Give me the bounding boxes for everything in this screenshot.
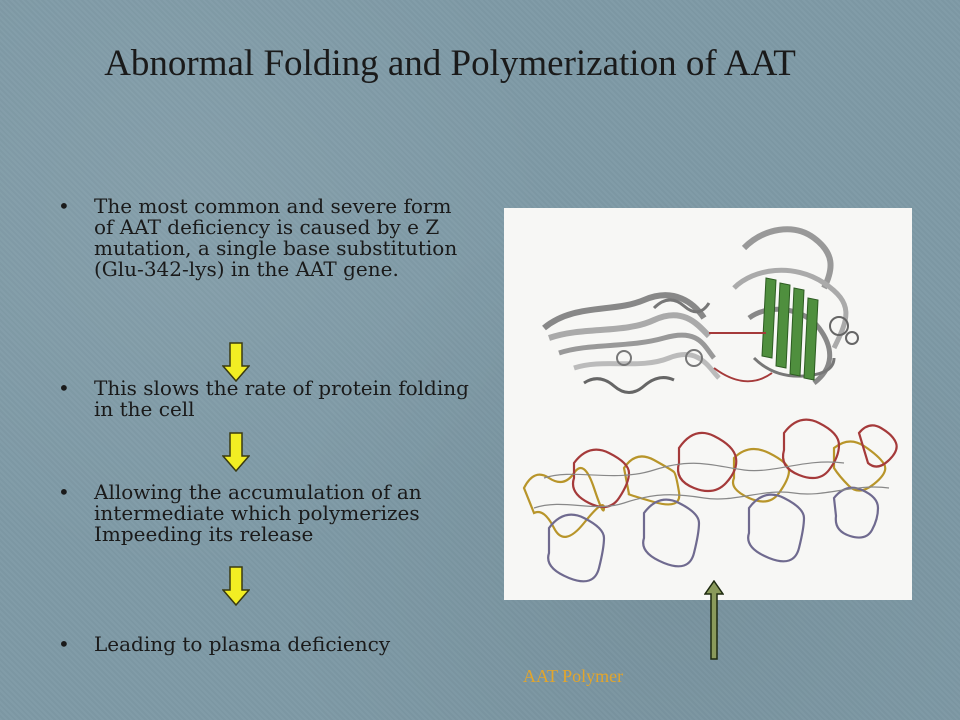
monomer-left (542, 292, 721, 394)
slide-title: Abnormal Folding and Polymerization of A… (104, 43, 796, 84)
protein-ribbon-diagram (504, 208, 912, 600)
bullet-marker: • (58, 194, 70, 218)
bullet-marker: • (58, 480, 70, 504)
bullet-item: • This slows the rate of protein folding… (52, 378, 472, 420)
arrow-down-icon (222, 432, 250, 472)
protein-structure-image (504, 208, 912, 600)
bullet-marker: • (58, 632, 70, 656)
figure-caption: AAT Polymer (523, 666, 624, 686)
arrow-up-icon (704, 580, 724, 660)
bullet-text: This slows the rate of protein folding i… (94, 376, 469, 421)
red-linker (709, 332, 773, 383)
green-beta-sheet (761, 277, 819, 381)
bullet-text: Leading to plasma deficiency (94, 632, 391, 656)
bullet-item: • The most common and severe form of AAT… (52, 196, 472, 280)
bullet-text: The most common and severe form of AAT d… (94, 194, 458, 281)
bullet-item: • Leading to plasma deficiency (52, 634, 472, 655)
arrow-down-icon (222, 566, 250, 606)
bullet-text: Allowing the accumulation of an intermed… (94, 480, 422, 546)
polymer-chain (522, 418, 898, 583)
bullet-marker: • (58, 376, 70, 400)
arrow-down-icon (222, 342, 250, 382)
bullet-item: • Allowing the accumulation of an interm… (52, 482, 472, 545)
